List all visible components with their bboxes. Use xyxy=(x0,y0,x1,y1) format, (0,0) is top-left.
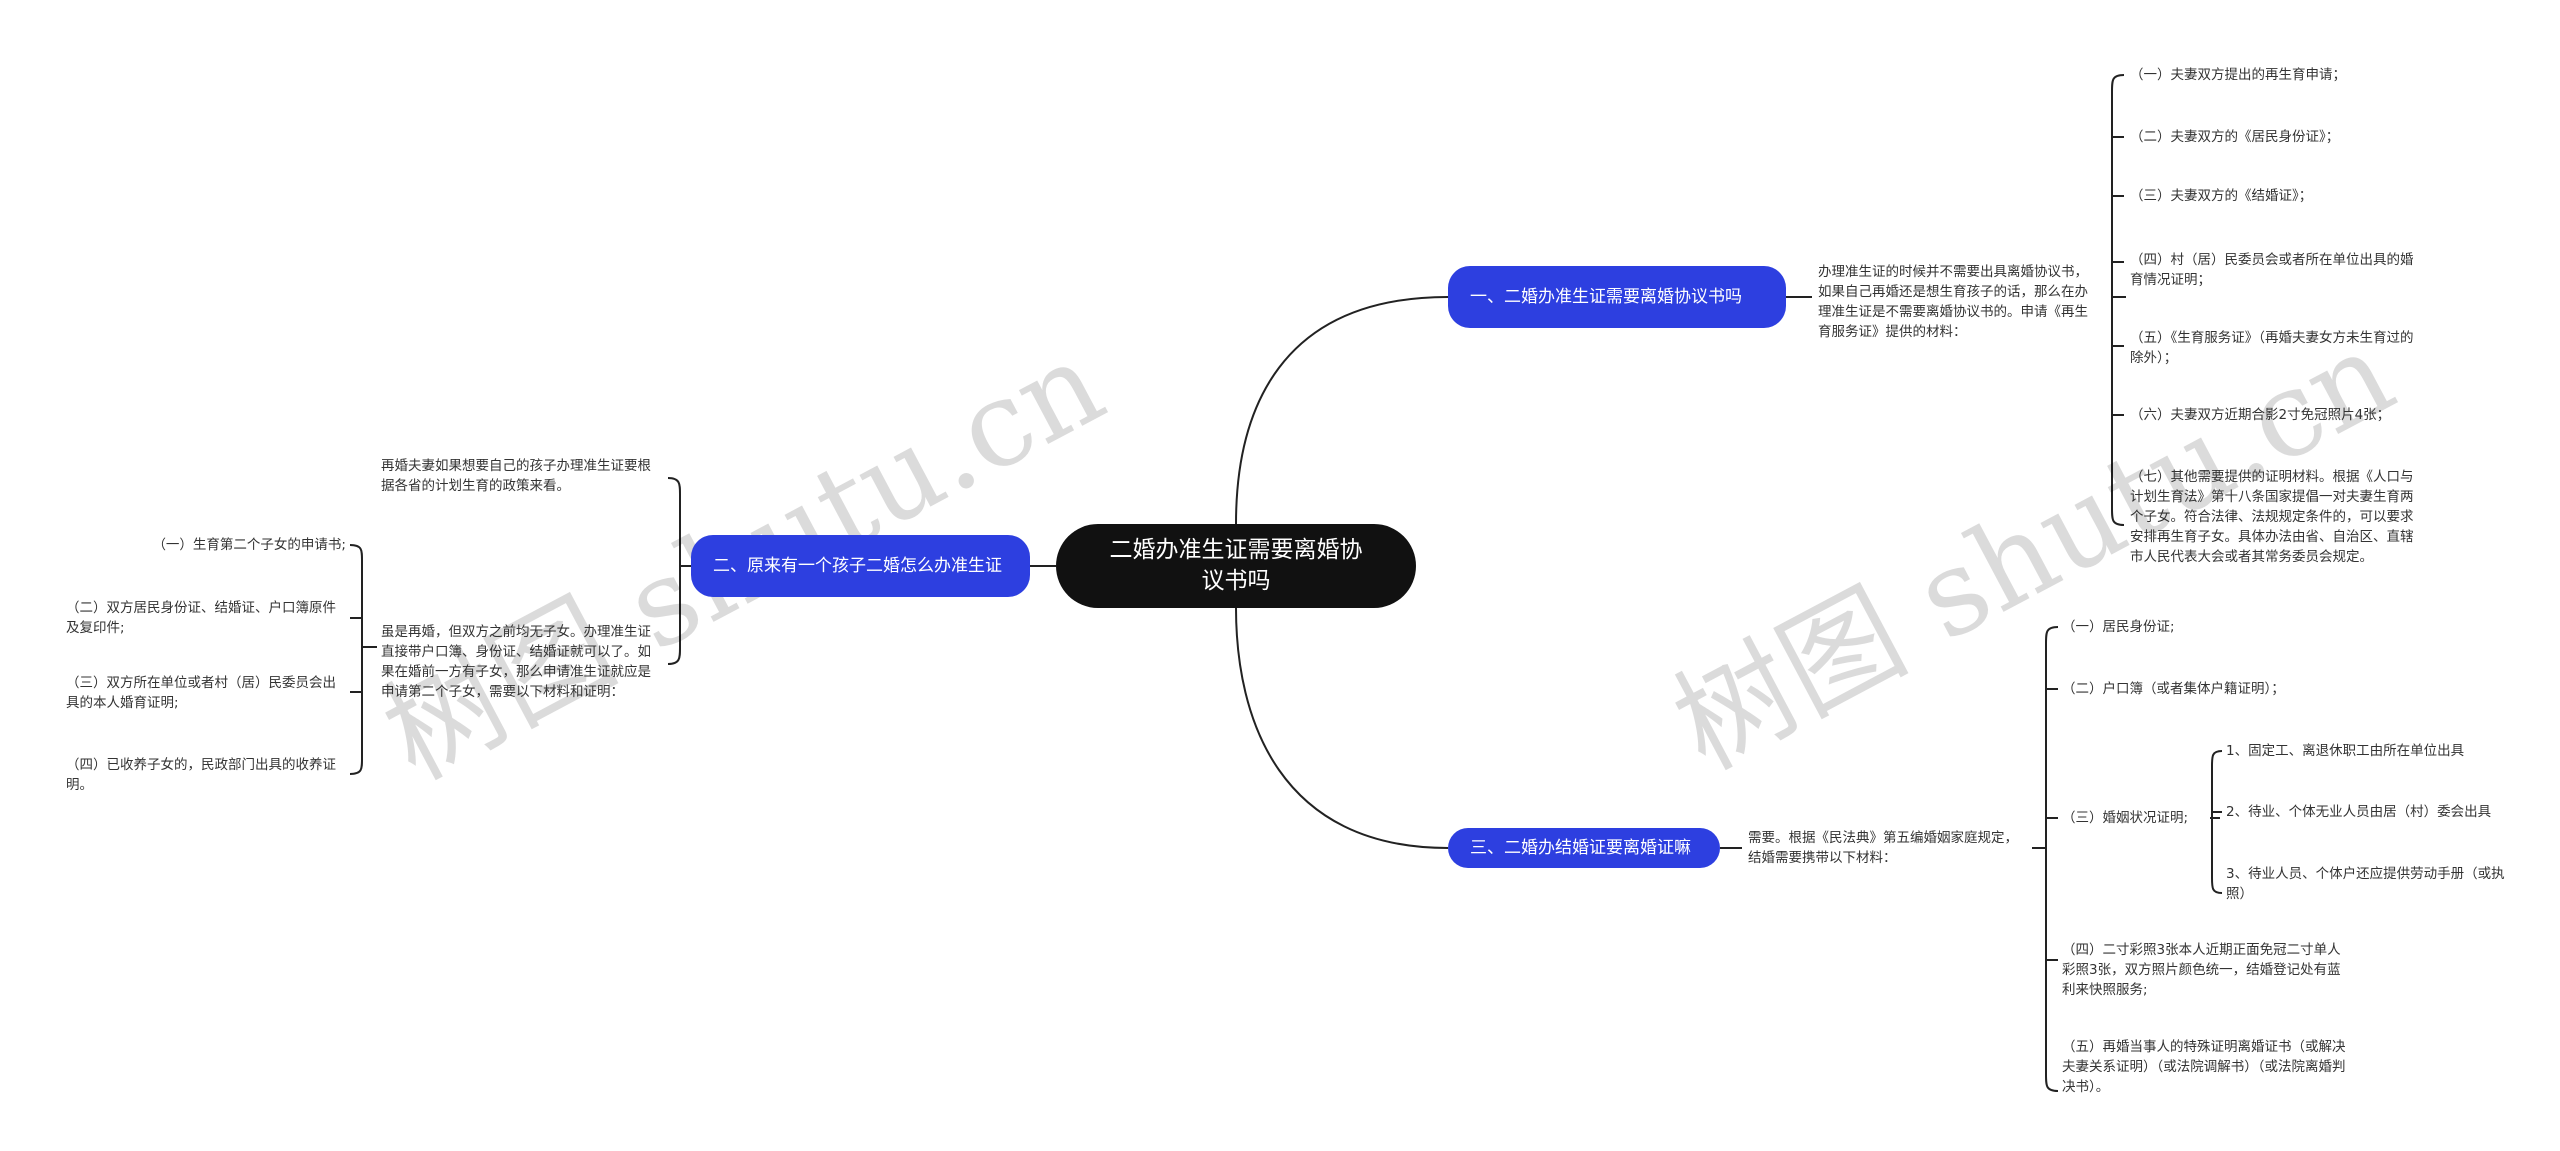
branch-2-item-1: （一）生育第二个子女的申请书; xyxy=(152,537,346,553)
branch-1-description: 办理准生证的时候并不需要出具离婚协议书，如果自己再婚还是想生育孩子的话，那么在办… xyxy=(1818,264,2088,340)
branch-2-item-2: （二）双方居民身份证、结婚证、户口簿原件及复印件; xyxy=(66,600,336,636)
branch-1-label: 一、二婚办准生证需要离婚协议书吗 xyxy=(1470,287,1742,307)
branch-3-subitem-1: 1、固定工、离退休职工由所在单位出具 xyxy=(2226,743,2465,759)
branch-3-label: 三、二婚办结婚证要离婚证嘛 xyxy=(1470,838,1691,858)
branch-3-item-5: （五）再婚当事人的特殊证明离婚证书（或解决夫妻关系证明）（或法院调解书）（或法院… xyxy=(2062,1039,2346,1095)
branch-3-item-2: （二）户口簿（或者集体户籍证明）； xyxy=(2062,681,2285,697)
branch-3-subitem-2: 2、待业、个体无业人员由居（村）委会出具 xyxy=(2226,804,2492,820)
branch-2-description-1: 再婚夫妻如果想要自己的孩子办理准生证要根据各省的计划生育的政策来看。 xyxy=(381,458,651,494)
branch-3-item-1: （一）居民身份证; xyxy=(2062,619,2175,635)
branch-1-item-7: （七）其他需要提供的证明材料。根据《人口与计划生育法》第十八条国家提倡一对夫妻生… xyxy=(2130,469,2414,565)
branch-2-item-4: （四）已收养子女的，民政部门出具的收养证明。 xyxy=(66,757,336,793)
branch-1-item-6: （六）夫妻双方近期合影2寸免冠照片4张； xyxy=(2130,407,2391,423)
branch-3-node[interactable]: 三、二婚办结婚证要离婚证嘛 xyxy=(1448,828,1720,868)
branch-1-item-5: （五）《生育服务证》（再婚夫妻女方未生育过的除外）； xyxy=(2130,330,2414,366)
branch-2-description-2: 虽是再婚，但双方之前均无子女。办理准生证直接带户口簿、身份证、结婚证就可以了。如… xyxy=(381,624,651,700)
branch-2-node[interactable]: 二、原来有一个孩子二婚怎么办准生证 xyxy=(691,535,1030,597)
branch-3-item-3: （三）婚姻状况证明; xyxy=(2062,810,2189,826)
branch-1-item-2: （二）夫妻双方的《居民身份证》； xyxy=(2130,129,2340,145)
branch-1-item-3: （三）夫妻双方的《结婚证》； xyxy=(2130,188,2313,204)
branch-1-item-4: （四）村（居）民委员会或者所在单位出具的婚育情况证明； xyxy=(2130,252,2414,288)
branch-3-subitem-3: 3、待业人员、个体户还应提供劳动手册（或执照） xyxy=(2226,866,2505,902)
root-label: 二婚办准生证需要离婚协议书吗 xyxy=(1109,537,1363,594)
branch-3-item-4: （四）二寸彩照3张本人近期正面免冠二寸单人彩照3张，双方照片颜色统一，结婚登记处… xyxy=(2062,942,2341,998)
branch-2-item-3: （三）双方所在单位或者村（居）民委员会出具的本人婚育证明; xyxy=(66,675,336,711)
branch-3-description: 需要。根据《民法典》第五编婚姻家庭规定，结婚需要携带以下材料： xyxy=(1748,830,2018,866)
branch-2-label: 二、原来有一个孩子二婚怎么办准生证 xyxy=(713,556,1002,576)
branch-1-node[interactable]: 一、二婚办准生证需要离婚协议书吗 xyxy=(1448,266,1786,328)
root-node[interactable]: 二婚办准生证需要离婚协议书吗 xyxy=(1056,524,1416,608)
branch-1-item-1: （一）夫妻双方提出的再生育申请； xyxy=(2130,67,2346,83)
